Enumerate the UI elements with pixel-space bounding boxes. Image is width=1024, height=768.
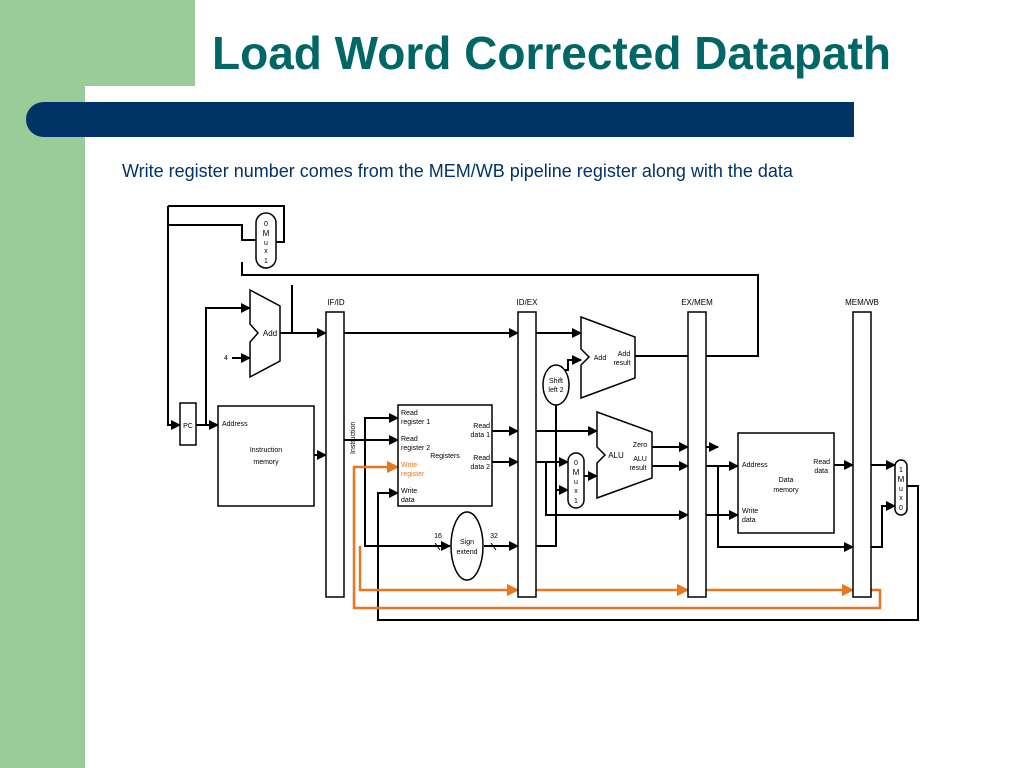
svg-text:u: u (899, 486, 903, 493)
svg-text:data: data (814, 468, 828, 475)
pc-source-mux: 0 M u x 1 (255, 212, 277, 269)
svg-text:Add: Add (594, 355, 607, 362)
branch-adder: Add Add result (580, 315, 636, 400)
svg-text:Address: Address (222, 421, 248, 428)
write-register-path (352, 460, 882, 610)
register-file: Read register 1 Read register 2 Write re… (397, 404, 493, 507)
slide-title: Load Word Corrected Datapath (212, 27, 891, 79)
alu-source-mux: 0 M u x 1 (567, 452, 585, 509)
svg-text:result: result (629, 465, 646, 472)
header-notch (85, 86, 115, 106)
svg-text:Zero: Zero (633, 442, 648, 449)
svg-text:result: result (613, 360, 630, 367)
svg-text:data 2: data 2 (471, 464, 491, 471)
title-rule (26, 102, 854, 137)
pc-label: PC (183, 423, 193, 430)
svg-text:x: x (264, 248, 268, 255)
svg-text:u: u (264, 240, 268, 247)
label-id-ex: ID/EX (517, 298, 539, 307)
svg-text:x: x (574, 488, 578, 495)
pc-adder: Add 4 (224, 288, 281, 379)
svg-text:data: data (401, 497, 415, 504)
svg-text:Instruction: Instruction (250, 447, 282, 454)
svg-text:0: 0 (264, 221, 268, 228)
const-four-label: 4 (224, 355, 228, 362)
svg-text:M: M (263, 229, 270, 238)
svg-text:M: M (573, 468, 580, 477)
instruction-memory: Address Instruction memory (217, 405, 315, 507)
svg-text:M: M (898, 475, 905, 484)
pc-register: PC (179, 402, 197, 446)
svg-text:memory: memory (773, 487, 799, 494)
svg-text:Data: Data (779, 477, 794, 484)
svg-text:Add: Add (263, 329, 277, 338)
svg-text:Shift: Shift (549, 378, 563, 385)
svg-text:0: 0 (899, 505, 903, 512)
slide-caption: Write register number comes from the MEM… (122, 161, 793, 181)
instruction-label: Instruction (350, 422, 357, 454)
svg-text:left 2: left 2 (548, 387, 563, 394)
svg-text:1: 1 (574, 498, 578, 505)
svg-text:ALU: ALU (633, 456, 647, 463)
svg-text:data: data (742, 517, 756, 524)
svg-text:x: x (899, 495, 903, 502)
svg-text:ALU: ALU (608, 451, 624, 460)
svg-text:1: 1 (899, 467, 903, 474)
sign-extend: Sign extend 16 32 (434, 511, 498, 581)
svg-text:Read: Read (401, 436, 418, 443)
svg-text:0: 0 (574, 460, 578, 467)
svg-text:Sign: Sign (460, 539, 474, 546)
svg-text:data 1: data 1 (471, 432, 491, 439)
svg-text:32: 32 (490, 533, 498, 540)
svg-text:extend: extend (456, 549, 477, 556)
svg-text:Read: Read (473, 423, 490, 430)
svg-text:memory: memory (253, 459, 279, 466)
label-if-id: IF/ID (327, 298, 345, 307)
svg-text:Read: Read (813, 459, 830, 466)
svg-text:register: register (401, 471, 425, 478)
svg-text:register 1: register 1 (401, 419, 430, 426)
svg-text:Add: Add (618, 351, 631, 358)
svg-text:Registers: Registers (430, 453, 460, 460)
label-ex-mem: EX/MEM (681, 298, 713, 307)
svg-text:Read: Read (473, 455, 490, 462)
write-back-mux: 1 M u x 0 (894, 459, 908, 516)
svg-text:u: u (574, 479, 578, 486)
label-mem-wb: MEM/WB (845, 298, 879, 307)
svg-text:Write: Write (742, 508, 758, 515)
svg-text:Read: Read (401, 410, 418, 417)
alu: ALU Zero ALU result (596, 410, 653, 500)
svg-text:register 2: register 2 (401, 445, 430, 452)
svg-text:1: 1 (264, 258, 268, 265)
svg-text:Address: Address (742, 462, 768, 469)
shift-left-2: Shift left 2 (542, 364, 570, 406)
header-corner (85, 0, 195, 86)
svg-text:Write: Write (401, 462, 417, 469)
data-memory: Address Read data Data memory Write data (737, 432, 835, 534)
svg-text:16: 16 (434, 533, 442, 540)
svg-text:Write: Write (401, 488, 417, 495)
pipeline-registers: IF/ID ID/EX EX/MEM MEM/WB (325, 298, 879, 598)
